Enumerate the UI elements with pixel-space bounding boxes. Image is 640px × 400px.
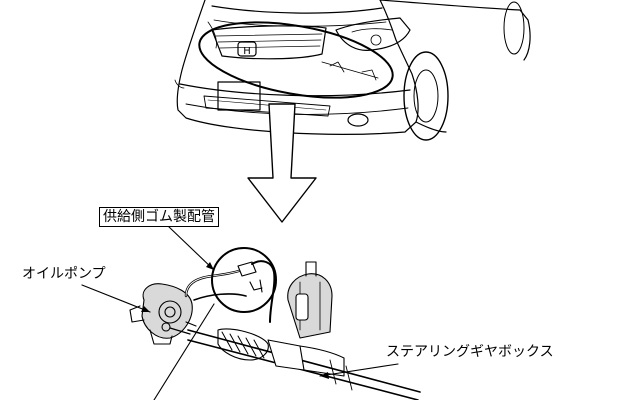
callout-circle [211, 247, 277, 313]
vehicle-emblem: H [243, 46, 251, 57]
steering-system-illustration [129, 260, 421, 400]
down-arrow [247, 103, 317, 223]
leader-lines [81, 225, 399, 400]
label-supply-hose: 供給側ゴム製配管 [99, 207, 219, 227]
highlight-oval [198, 21, 394, 99]
label-steering-gearbox: ステアリングギヤボックス [386, 344, 554, 360]
leader-arrowheads [141, 262, 329, 379]
car-illustration [174, 0, 531, 141]
label-oil-pump: オイルポンプ [22, 266, 106, 282]
